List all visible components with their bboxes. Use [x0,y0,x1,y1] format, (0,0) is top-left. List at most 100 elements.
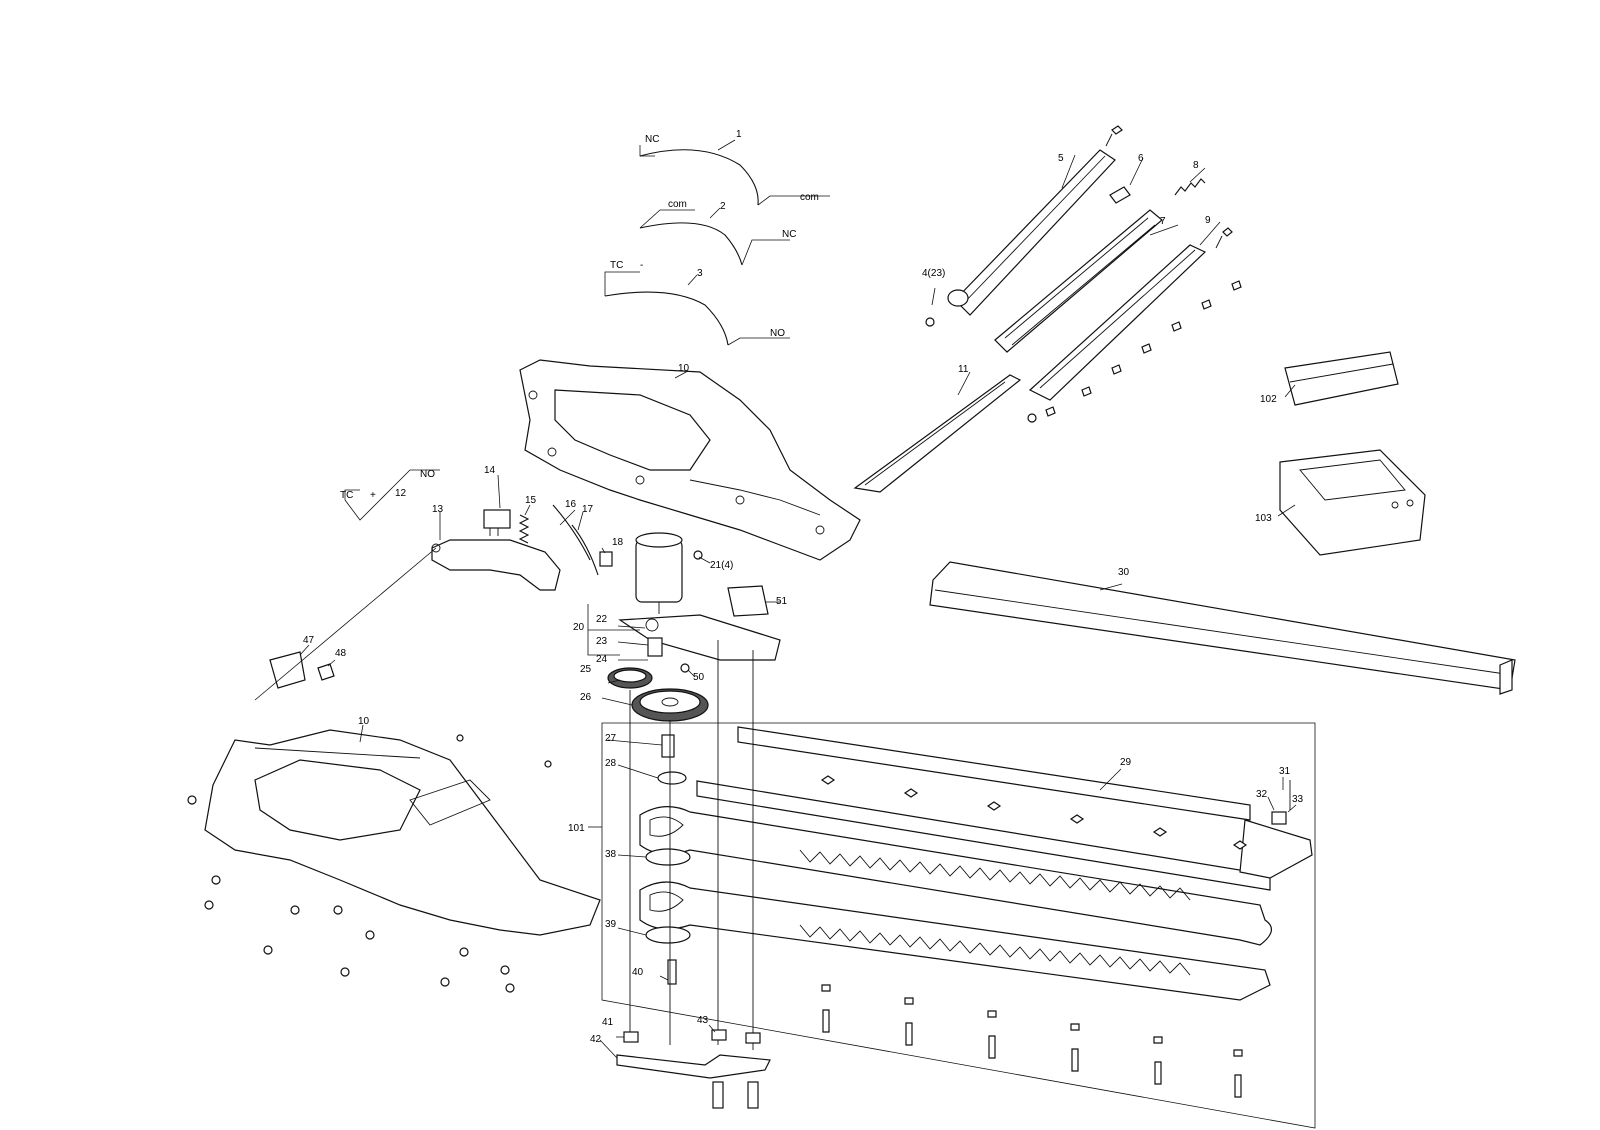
callout-27: 27 [605,733,617,744]
parts-27-28 [657,734,687,785]
callout-41: 41 [602,1017,614,1028]
screw-4b [1027,413,1037,423]
spring-15 [518,514,530,544]
cover-part-9 [1028,244,1207,401]
battery-102 [1284,351,1399,406]
callout-102: 102 [1260,394,1277,405]
callout-14: 14 [484,465,496,476]
callout-5: 5 [1058,153,1064,164]
callout-22: 22 [596,614,608,625]
wire-label-no-1: NO [770,328,785,339]
wire-label-com-1: com [800,192,819,203]
callout-43: 43 [697,1015,709,1026]
callout-21-4: 21(4) [710,560,733,571]
callout-40: 40 [632,967,644,978]
pinion-23-24 [647,637,663,657]
sheath-30 [929,561,1516,695]
charger-103 [1279,449,1426,556]
callout-7: 7 [1160,216,1166,227]
gear-25 [607,667,653,689]
callout-17: 17 [582,504,594,515]
callout-26: 26 [580,692,592,703]
callout-3: 3 [697,268,703,279]
motor-20 [635,532,683,614]
blade-bar-upper [696,780,1271,891]
callout-32: 32 [1256,789,1268,800]
callout-8: 8 [1193,160,1199,171]
housing-half-lower [204,729,601,936]
callout-51: 51 [776,596,788,607]
cover-part-5 [947,149,1116,316]
pad-51 [727,585,769,617]
callout-13: 13 [432,504,444,515]
callout-20: 20 [573,622,585,633]
callout-47: 47 [303,635,315,646]
screw-4 [925,317,935,327]
callout-48: 48 [335,648,347,659]
callout-9: 9 [1205,215,1211,226]
callout-29: 29 [1120,757,1132,768]
callout-15: 15 [525,495,537,506]
screw-50 [680,663,690,673]
wire-16 [552,504,591,561]
callout-11: 11 [958,364,969,375]
callout-31: 31 [1279,766,1291,777]
wire-label-nc-1: NC [645,134,659,145]
callout-39: 39 [605,919,617,930]
nuts-43 [711,1029,761,1044]
clip-48 [317,663,335,681]
callout-4-23: 4(23) [922,268,945,279]
callout-24: 24 [596,654,608,665]
callout-10-lower: 10 [358,716,370,727]
callout-103: 103 [1255,513,1272,524]
callout-18: 18 [612,537,624,548]
housing-half-upper [519,359,861,561]
callout-50: 50 [693,672,705,683]
blade-bolt-column [820,775,1248,1098]
parts-31-32-33 [1271,780,1291,825]
microswitch-14 [483,509,511,536]
wire-1 [639,139,830,206]
wire-label-minus: - [640,260,643,271]
switch-47 [254,547,437,701]
screws-column [1045,280,1242,417]
callout-leaders [299,154,1297,1059]
callout-1: 1 [736,129,742,140]
base-plate-42 [616,1054,771,1079]
wire-label-nc-2: NC [782,229,796,240]
wire-label-plus: + [370,490,376,501]
blade-rail-29 [737,726,1251,821]
spring-part-8 [1174,178,1206,196]
callout-labels: 1 2 3 4(23) 5 6 7 8 9 10 10 11 12 13 14 … [303,129,1304,1045]
callout-25: 25 [580,664,592,675]
wire-labels: NC com com NC TC - NO TC + NO [340,134,819,501]
screw-21 [693,550,703,560]
screw-top-9 [1215,227,1233,249]
callout-33: 33 [1292,794,1304,805]
blade-lower [639,881,1271,1001]
wire-2 [639,207,790,266]
wire-label-com-2: com [668,199,687,210]
blade-assembly-box [601,722,1316,1129]
trigger-part-13 [431,539,561,591]
callout-28: 28 [605,758,617,769]
callout-42: 42 [590,1034,602,1045]
drive-shafts [629,640,754,1050]
gearbox-plate-22 [618,614,781,661]
wire-label-no-2: NO [420,469,435,480]
screws-lower-housing [187,734,552,993]
wire-3 [604,271,790,346]
gear-26 [631,688,709,722]
callout-38: 38 [605,849,617,860]
callout-101: 101 [568,823,585,834]
wire-label-tc-2: TC [340,490,353,501]
wire-17 [571,524,599,576]
callout-10-upper: 10 [678,363,690,374]
guard-part-11 [853,374,1022,493]
screw-top-5 [1105,125,1123,147]
callout-30: 30 [1118,567,1130,578]
blade-end-plate [1239,819,1313,879]
callout-2: 2 [720,201,726,212]
callout-6: 6 [1138,153,1144,164]
nut-41 [623,1031,639,1043]
